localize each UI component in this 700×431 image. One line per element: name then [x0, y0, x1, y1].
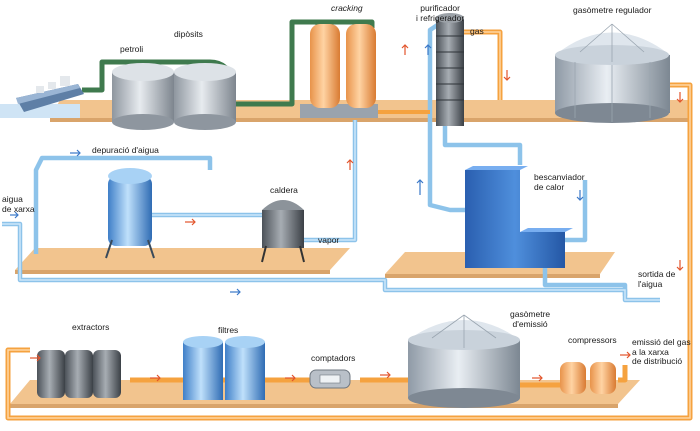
label-compressors: compressors: [568, 335, 617, 345]
cracking-towers: [300, 24, 378, 118]
label-cracking: cracking: [331, 3, 363, 13]
label-purificador: purificador i refrigerador: [416, 3, 465, 23]
platform-middle-left: [15, 248, 350, 274]
label-emissio-gas: emissió del gas a la xarxa de distribuci…: [632, 337, 691, 366]
label-gasometre-regulador: gasòmetre regulador: [573, 5, 652, 15]
gasometre-emissio: [408, 314, 520, 408]
label-gas: gas: [470, 26, 484, 36]
gas-pipes-inner: [7, 31, 691, 419]
water-pipes-inner: [2, 120, 660, 301]
label-comptadors: comptadors: [311, 353, 356, 363]
label-sortida: sortida de l'aigua: [638, 269, 676, 289]
label-bescanviador: bescanviador de calor: [534, 172, 585, 192]
label-diposits: dipòsits: [174, 29, 203, 39]
caldera-tank: [261, 200, 305, 263]
label-gasometre-emissio: gasòmetre d'emissió: [510, 309, 551, 329]
label-caldera: caldera: [270, 185, 298, 195]
label-filtres: filtres: [218, 325, 239, 335]
filtres: [183, 336, 265, 400]
label-petroli: petroli: [120, 44, 144, 54]
purificador-tower: [436, 13, 464, 126]
bescanviador-calor: [465, 166, 573, 268]
label-aigua-xarxa: aigua de xarxa: [2, 194, 35, 214]
gasometre-regulador: [555, 23, 670, 123]
depuracio-tank: [105, 168, 155, 259]
flow-arrows: [10, 44, 684, 382]
compressors: [560, 362, 616, 394]
comptadors-meter: [309, 369, 351, 389]
label-vapor: vapor: [318, 235, 340, 245]
label-depuracio: depuració d'aigua: [92, 145, 159, 155]
diposits-tanks: [112, 63, 236, 130]
extractors: [37, 350, 121, 398]
oil-tanker: [0, 76, 84, 118]
label-extractors: extractors: [72, 322, 110, 332]
